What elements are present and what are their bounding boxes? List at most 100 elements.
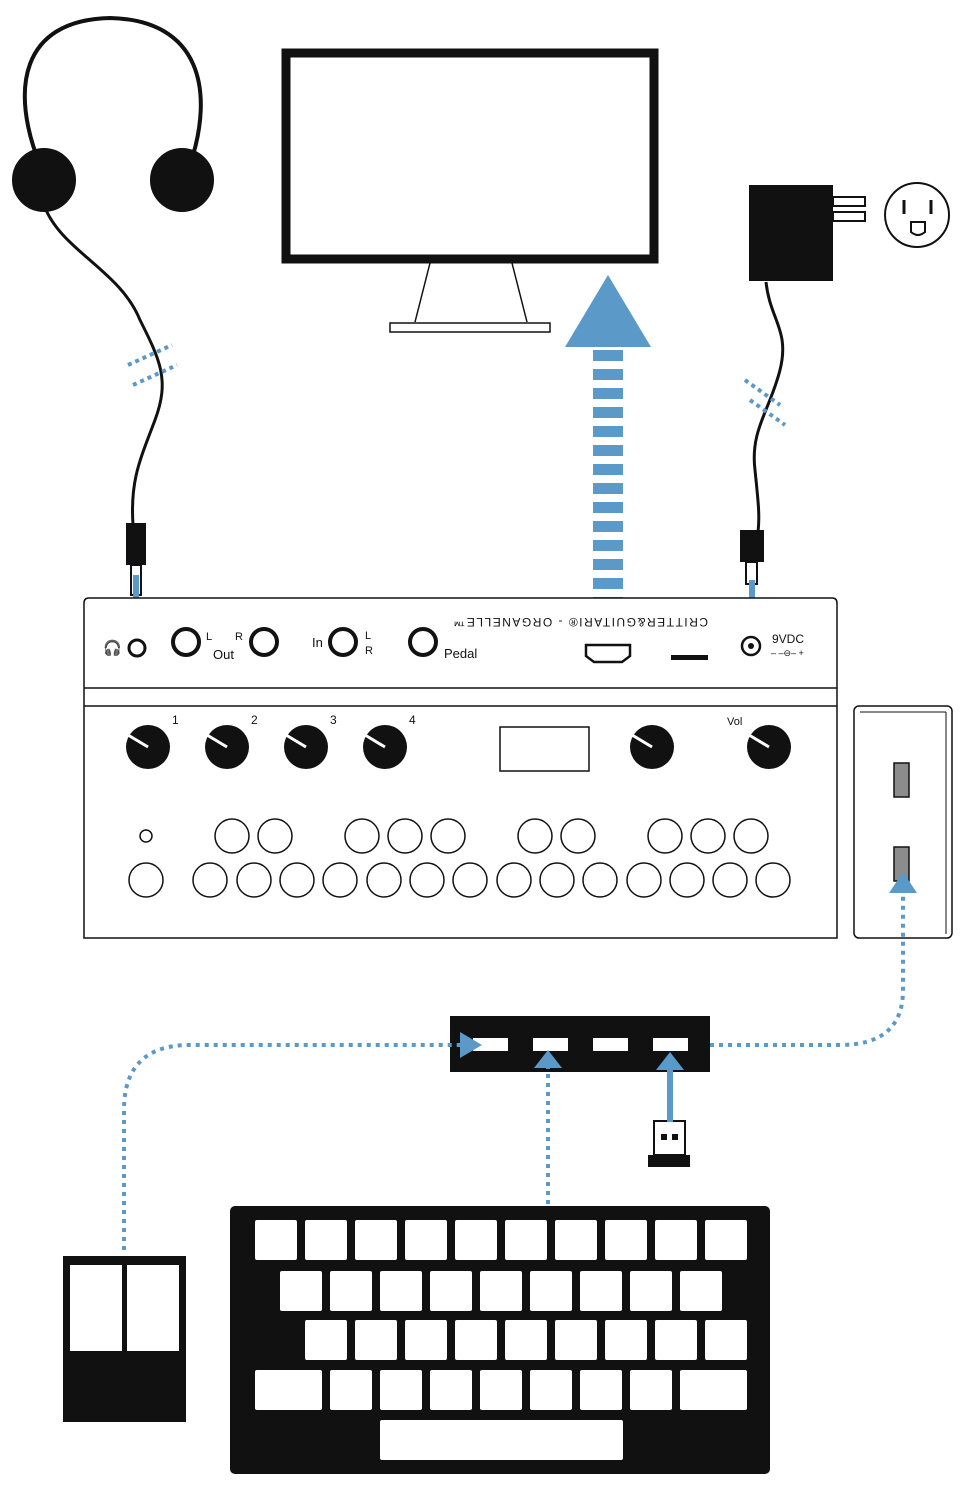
hdmi-arrow-dash: [593, 464, 623, 475]
knob-3[interactable]: [284, 725, 328, 769]
key[interactable]: [344, 818, 380, 854]
keyboard-key: [530, 1271, 572, 1311]
keyboard-key: [580, 1370, 622, 1410]
in-label: In: [312, 635, 323, 650]
key[interactable]: [192, 862, 228, 898]
knob-1[interactable]: [126, 725, 170, 769]
keyboard-key: [705, 1220, 747, 1260]
key[interactable]: [582, 862, 618, 898]
key[interactable]: [409, 862, 445, 898]
power-label: 9VDC: [772, 632, 804, 646]
key[interactable]: [669, 862, 705, 898]
brand-text: CRITTER&GUITARI® - ORGANELLE™: [452, 615, 708, 629]
keyboard-key: [430, 1370, 472, 1410]
keyboard-key: [705, 1320, 747, 1360]
out-l-jack: [171, 627, 201, 657]
keyboard-icon: [230, 1206, 770, 1474]
hdmi-arrow-dash: [593, 483, 623, 494]
keyboard-key: [255, 1220, 297, 1260]
hdmi-arrow-dash: [593, 369, 623, 380]
hdmi-arrow-dash: [593, 350, 623, 361]
out-r-jack: [249, 627, 279, 657]
dongle-connection-arrow: [656, 1052, 684, 1122]
knob-4[interactable]: [363, 725, 407, 769]
hdmi-arrow-dash: [593, 388, 623, 399]
keyboard-key: [380, 1420, 623, 1460]
keyboard-key: [455, 1220, 497, 1260]
key[interactable]: [279, 862, 315, 898]
headphone-symbol: 🎧: [103, 639, 122, 657]
power-adapter-icon: [749, 185, 866, 533]
aux-key[interactable]: [128, 862, 164, 898]
volume-knob[interactable]: [747, 725, 791, 769]
keyboard-key: [480, 1370, 522, 1410]
vol-label: Vol: [727, 716, 742, 728]
keyboard-key: [380, 1271, 422, 1311]
key[interactable]: [496, 862, 532, 898]
key[interactable]: [517, 818, 553, 854]
key[interactable]: [733, 818, 769, 854]
keyboard-key: [305, 1320, 347, 1360]
keyboard-key: [630, 1271, 672, 1311]
key[interactable]: [755, 862, 791, 898]
foot-pedal-icon: [63, 1256, 186, 1422]
keyboard-key: [630, 1370, 672, 1410]
hdmi-arrow-dash: [593, 426, 623, 437]
key[interactable]: [257, 818, 293, 854]
key-row-lower[interactable]: [128, 862, 791, 898]
keyboard-key: [355, 1320, 397, 1360]
hub-port-4: [653, 1038, 688, 1051]
hdmi-arrow-dash: [593, 521, 623, 532]
keyboard-key: [255, 1370, 322, 1410]
in-r-label: R: [365, 645, 373, 657]
pedal-label: Pedal: [444, 646, 477, 661]
keyboard-key: [505, 1220, 547, 1260]
micro-usb-port: [671, 655, 708, 660]
key[interactable]: [387, 818, 423, 854]
dotted-connections: [122, 893, 905, 1250]
encoder-knob[interactable]: [630, 725, 674, 769]
key[interactable]: [366, 862, 402, 898]
keyboard-key: [530, 1370, 572, 1410]
key[interactable]: [322, 862, 358, 898]
pedal-switch-right: [127, 1265, 179, 1351]
keyboard-key: [330, 1271, 372, 1311]
out-label: Out: [213, 647, 234, 662]
hub-port-3: [593, 1038, 628, 1051]
key[interactable]: [690, 818, 726, 854]
headphone-cable-break: [127, 343, 178, 387]
keyboard-key: [580, 1271, 622, 1311]
hdmi-arrow-dash: [593, 407, 623, 418]
key[interactable]: [214, 818, 250, 854]
key[interactable]: [626, 862, 662, 898]
headphone-jack: [127, 638, 147, 658]
key[interactable]: [560, 818, 596, 854]
side-usb-panel: [853, 705, 953, 939]
headphones-icon: [12, 15, 214, 526]
key[interactable]: [647, 818, 683, 854]
knob-1-label: 1: [172, 713, 179, 727]
usb-port-upper: [893, 762, 910, 798]
usb-hub-icon: [450, 1016, 710, 1072]
key[interactable]: [712, 862, 748, 898]
out-l-label: L: [206, 631, 212, 643]
power-polarity: – –⊖– +: [771, 648, 804, 658]
keyboard-key: [605, 1320, 647, 1360]
keyboard-key: [355, 1220, 397, 1260]
in-l-label: L: [365, 630, 371, 642]
hdmi-arrow-dash: [593, 578, 623, 589]
keyboard-key: [680, 1370, 747, 1410]
key-row-upper[interactable]: [214, 818, 769, 854]
in-jack: [328, 627, 358, 657]
hdmi-arrow-dash: [593, 502, 623, 513]
keyboard-key: [380, 1370, 422, 1410]
key[interactable]: [430, 818, 466, 854]
key[interactable]: [452, 862, 488, 898]
usb-dongle-icon: [648, 1120, 690, 1167]
knob-2[interactable]: [205, 725, 249, 769]
hdmi-arrow-dash: [593, 445, 623, 456]
power-jack: [740, 635, 762, 657]
key[interactable]: [539, 862, 575, 898]
key[interactable]: [236, 862, 272, 898]
hdmi-port: [584, 643, 632, 664]
